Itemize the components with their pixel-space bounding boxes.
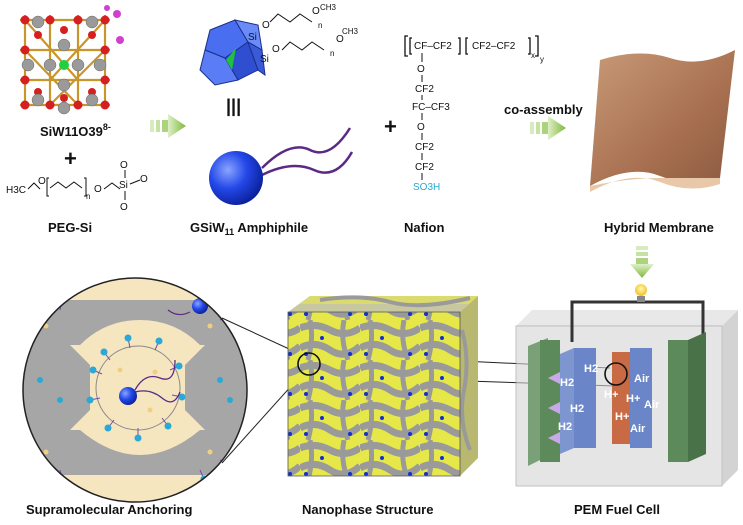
- svg-text:H3C: H3C: [6, 185, 26, 196]
- svg-text:O: O: [120, 160, 128, 171]
- co-assembly-arrow: [530, 116, 566, 140]
- siw11-label: SiW11O398-: [40, 122, 111, 139]
- svg-text:n: n: [330, 49, 334, 58]
- svg-text:n: n: [86, 192, 90, 201]
- light-bulb-icon: [635, 284, 647, 296]
- svg-text:CF2–CF2: CF2–CF2: [472, 41, 516, 52]
- nafion-formula: CF–CF2 CF2–CF2 x y O CF2 FC–CF3 O CF2 CF…: [404, 35, 544, 193]
- svg-text:O: O: [38, 176, 46, 187]
- svg-text:Air: Air: [630, 423, 646, 435]
- hybrid-membrane: [590, 50, 735, 192]
- svg-text:CF–CF2: CF–CF2: [414, 41, 452, 52]
- nanophase-cube: [287, 295, 478, 477]
- svg-text:CF2: CF2: [415, 142, 434, 153]
- svg-text:H+: H+: [626, 393, 640, 405]
- hybrid-membrane-label: Hybrid Membrane: [604, 220, 714, 235]
- supramolecular-label: Supramolecular Anchoring: [26, 502, 192, 517]
- svg-text:Air: Air: [644, 399, 660, 411]
- svg-text:CF2: CF2: [415, 162, 434, 173]
- svg-text:O: O: [120, 202, 128, 213]
- svg-text:O: O: [417, 122, 425, 133]
- svg-text:CH3: CH3: [320, 3, 337, 12]
- down-arrow: [630, 246, 654, 278]
- svg-text:O: O: [417, 64, 425, 75]
- svg-text:O: O: [140, 174, 148, 185]
- reaction-arrow-1: [150, 114, 186, 138]
- svg-text:Si: Si: [248, 32, 257, 43]
- co-assembly-label: co-assembly: [504, 102, 584, 117]
- svg-text:Si: Si: [260, 54, 269, 65]
- svg-text:CH3: CH3: [342, 27, 359, 36]
- svg-text:H2: H2: [558, 421, 572, 433]
- pem-fuel-cell: [515, 284, 738, 487]
- amphiphile-label: GSiW11 Amphiphile: [190, 220, 308, 237]
- svg-text:H2: H2: [584, 363, 598, 375]
- svg-text:x: x: [531, 51, 535, 60]
- svg-text:H2: H2: [560, 377, 574, 389]
- fuel-cell-labels: H2 H2 H2 H2 H+ H+ H+ Air Air Air: [558, 363, 660, 435]
- plus-sign-2: +: [384, 114, 397, 139]
- svg-text:O: O: [336, 34, 344, 45]
- supramolecular-zoom-circle: [22, 277, 248, 503]
- svg-text:Si: Si: [119, 180, 128, 191]
- svg-text:H+: H+: [615, 411, 629, 423]
- peg-si-label: PEG-Si: [48, 220, 92, 235]
- svg-text:O: O: [312, 6, 320, 17]
- amphiphile-cartoon: [209, 127, 354, 205]
- plus-sign-1: +: [64, 146, 77, 171]
- sulfonic-acid-group: SO3H: [413, 182, 440, 193]
- svg-text:O: O: [262, 20, 270, 31]
- peg-si-formula: H3C O n O Si O O O: [6, 160, 148, 213]
- nafion-label: Nafion: [404, 220, 445, 235]
- svg-text:y: y: [540, 55, 544, 64]
- svg-text:n: n: [318, 21, 322, 30]
- siw11-cluster: [20, 5, 124, 115]
- svg-text:Air: Air: [634, 373, 650, 385]
- svg-text:O: O: [272, 44, 280, 55]
- blue-sphere: [209, 151, 263, 205]
- fuel-cell-label: PEM Fuel Cell: [574, 502, 660, 517]
- svg-text:H2: H2: [570, 403, 584, 415]
- svg-text:FC–CF3: FC–CF3: [412, 102, 450, 113]
- svg-text:O: O: [94, 184, 102, 195]
- svg-text:CF2: CF2: [415, 84, 434, 95]
- amphiphile-polyhedra: [199, 19, 266, 86]
- svg-text:H+: H+: [604, 389, 618, 401]
- equivalence-symbol: |||: [226, 96, 241, 116]
- amphiphile-formula: Si Si O O n n O O CH3 CH3: [248, 3, 359, 65]
- nanophase-label: Nanophase Structure: [302, 502, 433, 517]
